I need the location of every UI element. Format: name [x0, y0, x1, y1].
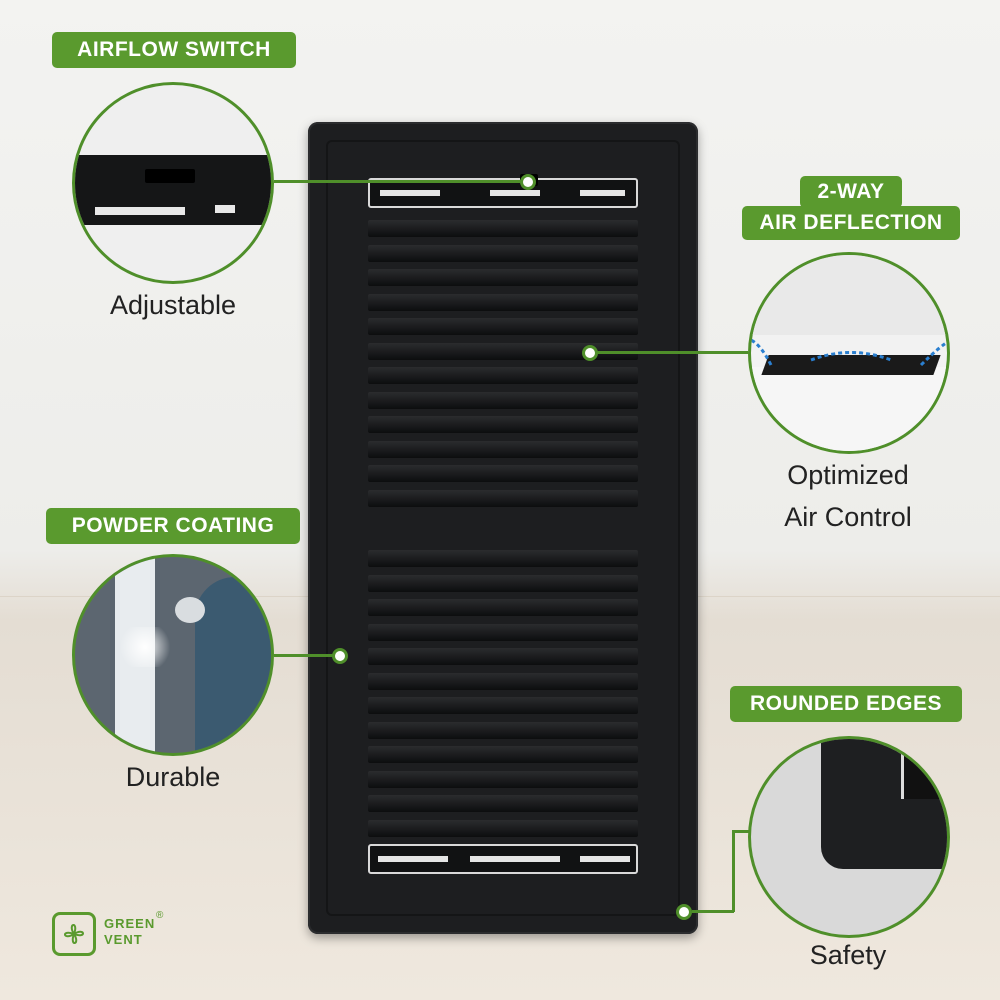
air-deflection-badge-line2: AIR DEFLECTION	[742, 206, 960, 240]
airflow-switch-closeup	[72, 82, 274, 284]
rounded-edges-connector-bottom	[692, 910, 734, 913]
air-deflection-connector	[594, 351, 748, 354]
worker-figure	[195, 577, 271, 753]
louver-slat	[368, 244, 638, 262]
airflow-switch-badge: AIRFLOW SWITCH	[52, 32, 296, 68]
louver-slat	[368, 465, 638, 482]
airflow-switch-connector	[274, 180, 524, 183]
louver-slat	[368, 391, 638, 409]
louver-slat	[368, 550, 638, 567]
louver-slat	[368, 269, 638, 286]
air-deflection-caption-line2: Air Control	[784, 502, 912, 532]
green-vent-logo: GREEN VENT ®	[52, 910, 192, 968]
louver-slat	[368, 819, 638, 837]
bottom-damper	[368, 844, 638, 874]
powder-coating-caption: Durable	[125, 762, 221, 792]
louver-slat	[368, 416, 638, 433]
rounded-edges-caption: Safety	[809, 940, 887, 970]
powder-coating-dot	[332, 648, 348, 664]
air-deflection-closeup	[748, 252, 950, 454]
powder-coating-badge: POWDER COATING	[46, 508, 300, 544]
louver-slat	[368, 721, 638, 739]
louver-slat	[368, 795, 638, 812]
louver-slat	[368, 770, 638, 788]
louver-slat	[368, 623, 638, 641]
fan-logo-icon	[52, 912, 96, 956]
louver-slat	[368, 367, 638, 384]
rounded-edges-dot	[676, 904, 692, 920]
louver-slat	[368, 342, 638, 360]
louver-slat	[368, 489, 638, 507]
top-damper	[368, 174, 638, 208]
powder-coating-connector	[274, 654, 334, 657]
switch-closeup-icon	[145, 169, 195, 183]
louver-slat	[368, 318, 638, 335]
louver-slat	[368, 293, 638, 311]
air-deflection-dot	[582, 345, 598, 361]
louver-slat	[368, 648, 638, 665]
registered-mark: ®	[156, 910, 164, 921]
air-deflection-badge-line1: 2-WAY	[800, 176, 902, 208]
airflow-arrows-icon	[751, 338, 947, 367]
rounded-edges-closeup	[748, 736, 950, 938]
floor-vent	[308, 122, 698, 934]
louver-slat	[368, 672, 638, 690]
louver-slat	[368, 746, 638, 763]
powder-coating-closeup	[72, 554, 274, 756]
louver-slat	[368, 440, 638, 458]
rounded-edges-connector-top	[732, 830, 750, 833]
airflow-switch-dot	[520, 174, 536, 190]
brand-line1: GREEN	[104, 916, 156, 931]
louver-slat	[368, 599, 638, 616]
louver-slat	[368, 220, 638, 237]
air-deflection-caption-line1: Optimized	[787, 460, 909, 490]
rounded-edges-badge: ROUNDED EDGES	[730, 686, 962, 722]
louver-slat	[368, 574, 638, 592]
louver-slat	[368, 697, 638, 714]
airflow-switch-caption: Adjustable	[109, 290, 237, 320]
spray-gun-icon	[175, 597, 205, 623]
brand-line2: VENT	[104, 932, 143, 947]
rounded-edges-connector-vertical	[732, 830, 735, 912]
